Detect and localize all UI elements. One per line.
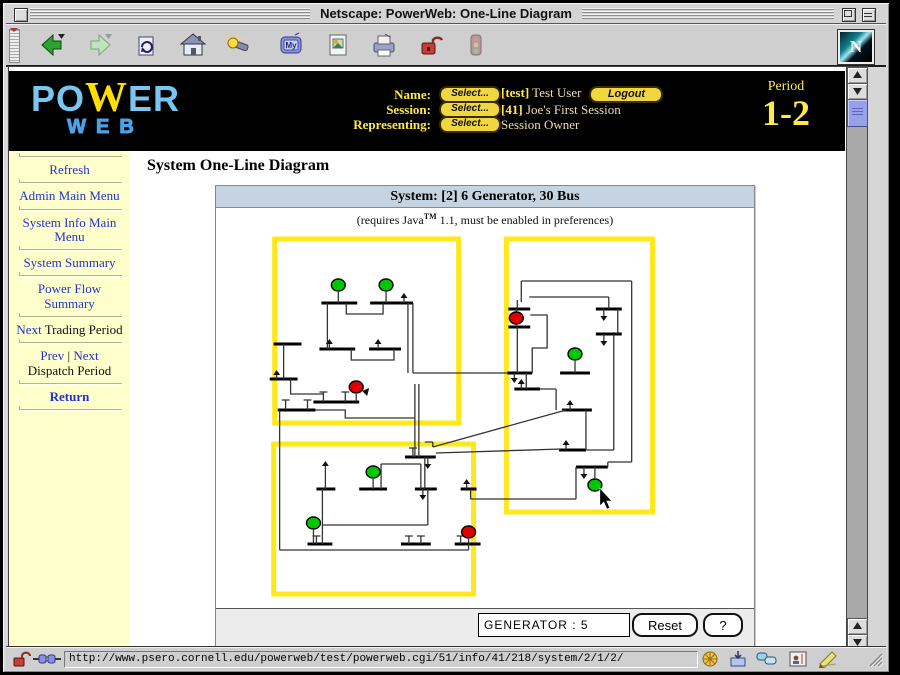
- my-netscape-icon[interactable]: My: [277, 31, 305, 59]
- select-representing-button[interactable]: Select...: [439, 116, 501, 133]
- separator: [19, 205, 122, 211]
- system-title-bar: System: [2] 6 Generator, 30 Bus: [216, 186, 754, 208]
- period-label: Period: [767, 79, 805, 94]
- scrollbar-thumb[interactable]: [847, 99, 868, 127]
- search-icon[interactable]: [224, 31, 252, 59]
- sidebar-item-system-info-main-menu[interactable]: System Info Main Menu: [22, 214, 117, 244]
- separator: [19, 246, 122, 252]
- sidebar-item-next-trading-period[interactable]: Next Trading Period: [16, 322, 123, 338]
- images-icon[interactable]: [324, 31, 352, 59]
- help-button[interactable]: ?: [703, 613, 743, 637]
- separator: [19, 379, 122, 385]
- name-label: Name:: [394, 87, 431, 102]
- stop-icon[interactable]: [462, 31, 490, 59]
- collapse-box[interactable]: [862, 8, 876, 22]
- separator: [19, 179, 122, 185]
- resize-grip[interactable]: [866, 650, 884, 668]
- composer-icon[interactable]: [818, 650, 838, 669]
- generator-marker-6[interactable]: [587, 478, 603, 492]
- logout-button[interactable]: Logout: [589, 85, 664, 103]
- inbox-icon[interactable]: [728, 650, 748, 668]
- security-icon[interactable]: [416, 31, 444, 59]
- web-page: POWER WEB Name: Session: Representing: S…: [9, 67, 845, 650]
- scroll-up-button[interactable]: [847, 67, 868, 84]
- generator-marker-2[interactable]: [378, 278, 394, 292]
- generator-markers[interactable]: [305, 278, 603, 539]
- generator-marker-8[interactable]: [305, 516, 322, 530]
- home-icon[interactable]: [179, 31, 207, 59]
- mouse-cursor: [599, 487, 613, 510]
- zone-rect-2: [503, 236, 656, 515]
- browser-toolbar: My N: [6, 24, 886, 67]
- close-box[interactable]: [14, 8, 28, 22]
- zoom-box[interactable]: [842, 8, 856, 22]
- session-value: [41] Joe's First Session: [501, 102, 621, 117]
- scroll-down-button[interactable]: [847, 83, 868, 100]
- toolbar-grip[interactable]: [9, 28, 20, 63]
- title-bar[interactable]: Netscape: PowerWeb: One-Line Diagram: [6, 5, 886, 24]
- vertical-scrollbar[interactable]: [846, 67, 868, 651]
- separator: [19, 406, 122, 412]
- back-icon[interactable]: [38, 31, 66, 59]
- separator: [19, 339, 122, 345]
- session-label: Session:: [386, 102, 431, 117]
- security-lock-icon[interactable]: [12, 650, 32, 668]
- discussions-icon[interactable]: [756, 650, 777, 668]
- scroll-up-button-bottom[interactable]: [847, 618, 868, 635]
- svg-text:My: My: [285, 41, 297, 50]
- generator-marker-5[interactable]: [567, 347, 583, 361]
- sidebar-item-power-flow-summary[interactable]: Power Flow Summary: [37, 281, 102, 311]
- sidebar-item-system-summary[interactable]: System Summary: [23, 255, 116, 271]
- generator-marker-7[interactable]: [365, 465, 381, 479]
- page-title: System One-Line Diagram: [147, 157, 330, 174]
- reset-button[interactable]: Reset: [632, 613, 698, 637]
- reload-icon[interactable]: [132, 31, 160, 59]
- sidebar-item-return[interactable]: Return: [49, 388, 90, 404]
- connection-plug-icon: [32, 650, 62, 668]
- status-url: http://www.psero.cornell.edu/powerweb/te…: [64, 651, 698, 668]
- netscape-logo[interactable]: N: [837, 29, 875, 65]
- zone-rect-3: [271, 441, 477, 597]
- generator-marker-9[interactable]: [460, 525, 477, 539]
- logo-w: W: [85, 75, 129, 121]
- java-note: (requires JavaTM 1.1, must be enabled in…: [356, 212, 614, 227]
- generator-marker-4[interactable]: [508, 311, 524, 325]
- generator-marker-3[interactable]: [348, 380, 364, 394]
- generator-marker-1[interactable]: [330, 278, 346, 292]
- print-icon[interactable]: [370, 31, 398, 59]
- period-block: Period 1-2: [741, 79, 831, 133]
- diagram-panel: System: [2] 6 Generator, 30 Bus (require…: [215, 185, 755, 650]
- period-value: 1-2: [762, 93, 810, 133]
- navigator-icon[interactable]: [700, 650, 720, 668]
- zone-rect-1: [272, 236, 462, 426]
- flow-arrows-down: [362, 316, 608, 500]
- selection-display[interactable]: GENERATOR : 5: [478, 613, 630, 637]
- powerweb-logo: POWER WEB: [31, 75, 181, 138]
- flow-arrows-up: [273, 293, 574, 484]
- branch-lines: [276, 280, 633, 551]
- sidebar-item-refresh[interactable]: Refresh: [49, 162, 90, 177]
- one-line-diagram-applet[interactable]: [216, 232, 753, 608]
- address-book-icon[interactable]: [788, 650, 808, 668]
- separator: [19, 153, 122, 158]
- separator: [19, 313, 122, 319]
- window-title: Netscape: PowerWeb: One-Line Diagram: [6, 6, 886, 21]
- representing-label: Representing:: [353, 117, 431, 132]
- status-bar: http://www.psero.cornell.edu/powerweb/te…: [6, 647, 886, 670]
- separator: [19, 272, 122, 278]
- representing-value: Session Owner: [501, 117, 580, 132]
- content-frame: POWER WEB Name: Session: Representing: S…: [8, 66, 868, 653]
- applet-control-strip: GENERATOR : 5 Reset ?: [216, 608, 754, 650]
- powerweb-header: POWER WEB Name: Session: Representing: S…: [9, 71, 845, 151]
- sidebar-menu: Refresh Admin Main Menu System Info Main…: [9, 151, 130, 650]
- sidebar-item-admin-main-menu[interactable]: Admin Main Menu: [19, 188, 120, 204]
- forward-icon[interactable]: [86, 31, 114, 59]
